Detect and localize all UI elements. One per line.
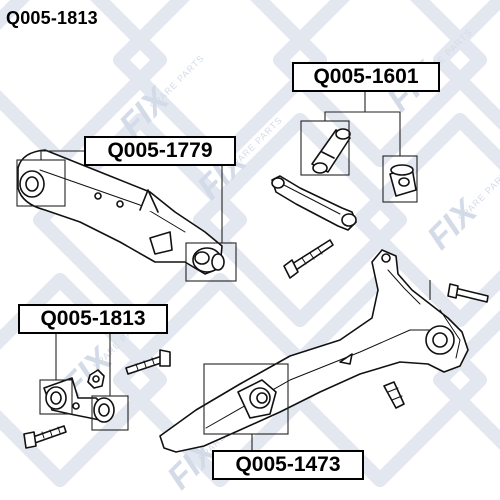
- watermark-diamond: [193, 113, 407, 327]
- bushing-1813-assembly: [43, 377, 115, 423]
- callout-frame-1473: [203, 363, 289, 435]
- watermark-diamond: [273, 273, 487, 487]
- part-label-q005-1779: Q005-1779: [84, 136, 236, 166]
- watermark-diamond: [113, 0, 327, 167]
- bolt-lower-left: [23, 425, 67, 449]
- part-label-q005-1601: Q005-1601: [292, 62, 440, 92]
- bolt-small: [383, 381, 405, 409]
- lateral-link: [271, 175, 357, 231]
- leader-line-1779: [40, 150, 84, 160]
- page-title: Q005-1813: [6, 8, 98, 28]
- bolt-right: [447, 283, 489, 303]
- watermark-diamond: [273, 0, 487, 167]
- bushing-1473: [237, 379, 277, 419]
- watermark-diamond: [0, 0, 167, 167]
- bushing-1601-sleeve: [311, 128, 351, 174]
- watermark-diamond: [353, 113, 500, 327]
- leader-line-1601: [324, 111, 401, 156]
- upper-control-arm: [17, 149, 223, 275]
- bushing-1779-left: [19, 170, 45, 198]
- part-label-q005-1813: Q005-1813: [18, 304, 168, 334]
- trailing-arm: [159, 249, 469, 453]
- part-label-q005-1473: Q005-1473: [212, 450, 364, 480]
- bushing-1779-right: [192, 247, 225, 273]
- bushing-1601-insert: [389, 164, 417, 197]
- callout-frame-1779-b: [185, 242, 237, 282]
- nut-small: [87, 369, 105, 389]
- bolt-upper: [283, 239, 334, 279]
- bolt-left: [125, 349, 171, 375]
